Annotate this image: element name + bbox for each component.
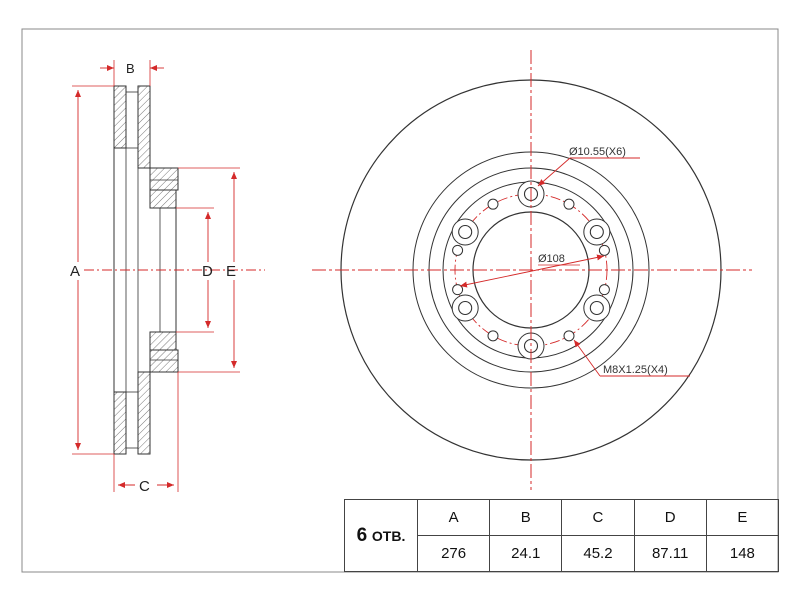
spec-value-row: 276 24.1 45.2 87.11 148 <box>345 535 780 572</box>
outer-plate-bottom <box>137 371 151 455</box>
header-a: A <box>416 499 491 536</box>
inner-plate-bottom <box>113 391 127 455</box>
threaded-hole <box>563 198 575 210</box>
dim-label-c: C <box>139 478 150 495</box>
dim-label-a: A <box>70 263 80 280</box>
spec-header-row: 6 ОТВ. A B C D E <box>344 499 780 572</box>
dim-label-d: D <box>202 263 213 280</box>
pcd-dim-line <box>459 254 605 288</box>
front-view: Ø10.55(X6) Ø108 M8X1.25(X4) <box>312 50 752 490</box>
holes-cell: 6 ОТВ. <box>344 499 418 572</box>
side-section-view: A B C D E <box>70 60 265 495</box>
value-b: 24.1 <box>489 535 563 572</box>
hub-wall-bottom <box>149 331 177 351</box>
dim-label-e: E <box>226 263 236 280</box>
threaded-hole <box>598 284 610 296</box>
header-b: B <box>489 499 563 536</box>
threaded-hole <box>452 244 464 256</box>
drawing-frame <box>21 28 779 573</box>
value-e: 148 <box>705 535 780 572</box>
bolt-hole-leader <box>537 157 571 187</box>
bolt-hole <box>589 224 604 240</box>
hub-flange-bottom <box>149 349 179 373</box>
holes-count: 6 <box>356 524 368 546</box>
hub-flange-top <box>149 167 179 191</box>
threaded-hole <box>598 244 610 256</box>
value-c: 45.2 <box>561 535 635 572</box>
spec-table: 6 ОТВ. A B C D E 276 24.1 45.2 87.11 148 <box>344 499 780 572</box>
bolt-hole <box>589 300 604 316</box>
header-c: C <box>561 499 635 536</box>
threaded-hole <box>487 330 499 342</box>
value-d: 87.11 <box>633 535 707 572</box>
holes-unit: ОТВ. <box>371 527 406 544</box>
dim-label-b: B <box>126 61 135 76</box>
inner-plate-top <box>113 85 127 149</box>
value-a: 276 <box>416 535 491 572</box>
threaded-hole <box>563 330 575 342</box>
bolt-hole <box>458 224 473 240</box>
hub-wall-top <box>149 189 177 209</box>
outer-plate-top <box>137 85 151 169</box>
threaded-hole <box>487 198 499 210</box>
thread-note: M8X1.25(X4) <box>603 364 668 376</box>
bolt-hole-note: Ø10.55(X6) <box>569 146 626 158</box>
header-d: D <box>633 499 707 536</box>
pcd-note: Ø108 <box>538 253 565 265</box>
thread-leader <box>573 339 601 377</box>
bolt-hole <box>458 300 473 316</box>
header-e: E <box>705 499 780 536</box>
